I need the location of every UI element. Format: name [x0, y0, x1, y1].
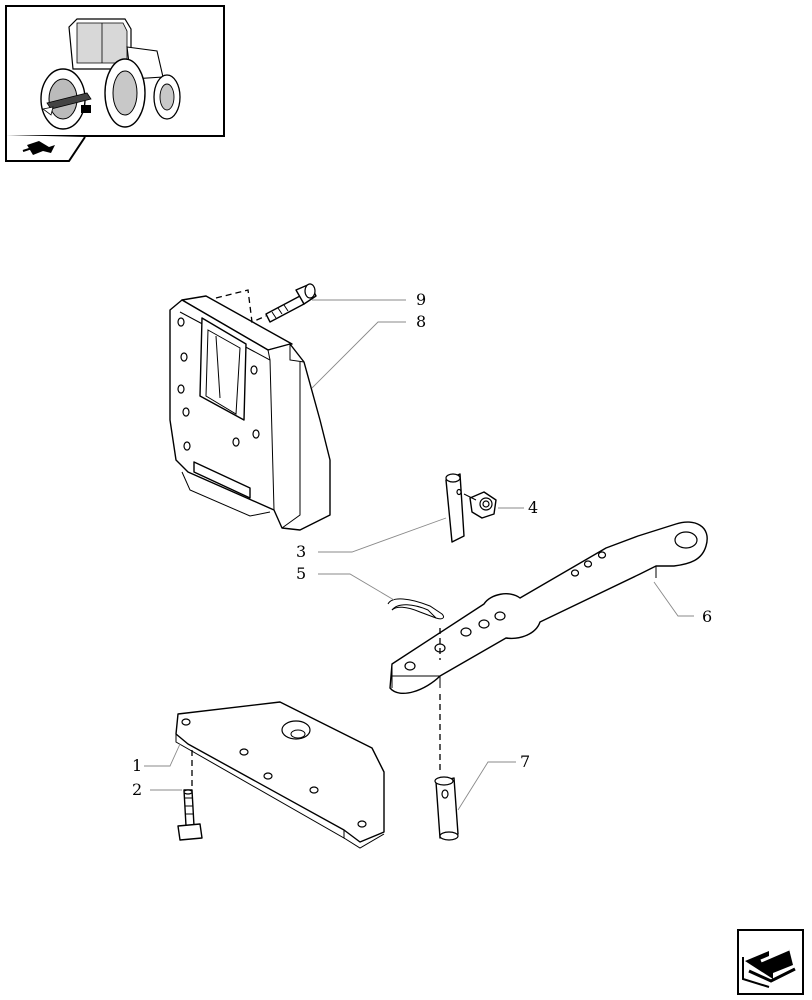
callout-3: 3	[296, 542, 306, 561]
callout-1: 1	[132, 756, 142, 775]
part-clip	[463, 491, 497, 519]
part-lift-link	[389, 521, 708, 694]
callout-labels: 9 8 4 3 5 6 1 2 7	[132, 290, 712, 799]
tractor-thumbnail	[5, 5, 225, 137]
next-page-arrow-icon	[742, 947, 796, 988]
part-pin	[445, 473, 465, 543]
part-screw	[177, 750, 203, 841]
part-bolt-top	[215, 283, 317, 323]
tractor-thumbnail-icon	[40, 18, 181, 130]
callout-2: 2	[132, 780, 142, 799]
callout-8: 8	[416, 312, 426, 331]
part-bracket	[169, 295, 331, 531]
part-plate	[175, 701, 385, 849]
chevron-shape-icon	[5, 135, 86, 162]
callout-6: 6	[702, 607, 712, 626]
callout-7: 7	[520, 752, 530, 771]
part-pin-lower	[434, 628, 459, 841]
leader-lines	[144, 299, 694, 811]
part-spring-pin	[387, 598, 445, 620]
callout-4: 4	[528, 498, 538, 517]
callout-5: 5	[296, 564, 306, 583]
callout-9: 9	[416, 290, 426, 309]
section-tab	[5, 135, 87, 163]
next-page-button[interactable]	[737, 929, 804, 995]
